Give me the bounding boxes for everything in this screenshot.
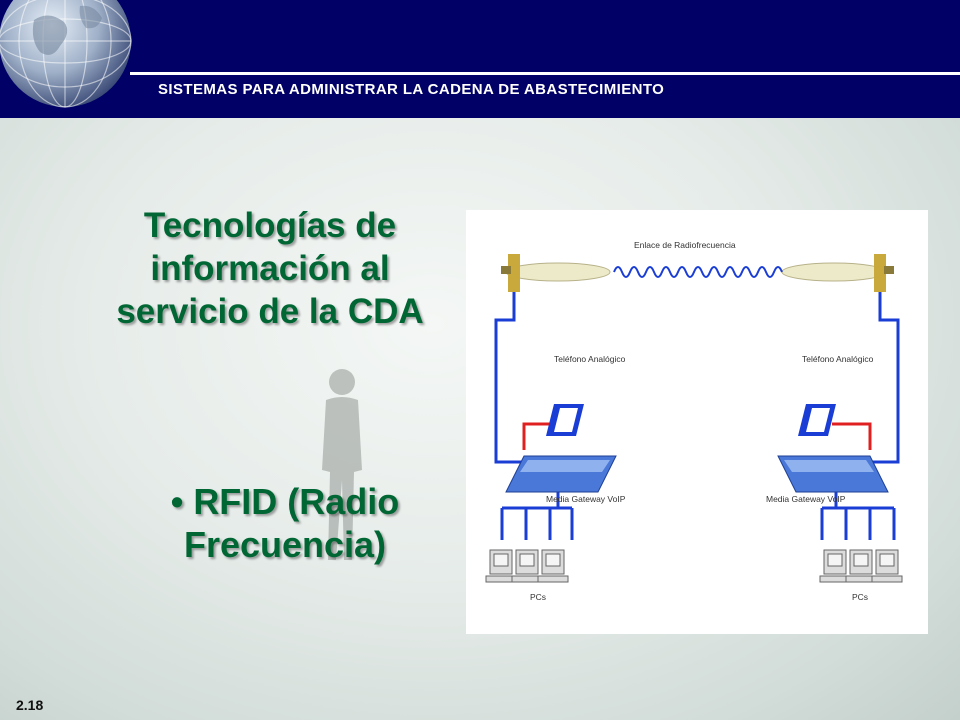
header-title: SISTEMAS PARA ADMINISTRAR LA CADENA DE A… [158,81,665,98]
phone-left-icon [546,404,584,436]
phone-label-left: Teléfono Analógico [554,354,626,364]
link-label: Enlace de Radiofrecuencia [634,240,736,250]
businessman-silhouette [322,369,362,560]
pc-icon [485,549,517,583]
pcs-label-right: PCs [852,592,868,602]
bullet-item: •RFID (Radio Frecuencia) [125,480,445,566]
antenna-left-icon [501,254,611,292]
radio-wave-icon [613,266,783,278]
phone-label-right: Teléfono Analógico [802,354,874,364]
gateway-label-right: Media Gateway VoIP [766,494,846,504]
pc-icon [537,549,569,583]
gateway-label-left: Media Gateway VoIP [546,494,626,504]
pc-icon [511,549,543,583]
rfid-network-diagram: Enlace de Radiofrecuencia Teléfono Analó… [466,210,928,634]
slide-number: 2.18 [16,697,44,713]
diagram-canvas: Enlace de Radiofrecuencia Teléfono Analó… [485,240,903,602]
bullet-text: RFID (Radio Frecuencia) [183,481,400,565]
phone-right-icon [798,404,836,436]
gateway-left-icon [505,455,617,493]
slide-heading: Tecnologías de información al servicio d… [116,206,424,331]
bullet-dot: • [170,481,184,522]
antenna-right-icon [781,254,894,292]
globe-icon [0,0,132,108]
pcs-label-left: PCs [530,592,546,602]
header-band [0,0,960,118]
header-rule [130,72,960,75]
pc-icon [845,549,877,583]
bullet-list: •RFID (Radio Frecuencia) [125,480,445,566]
gateway-right-icon [777,455,889,493]
pc-icon [871,549,903,583]
